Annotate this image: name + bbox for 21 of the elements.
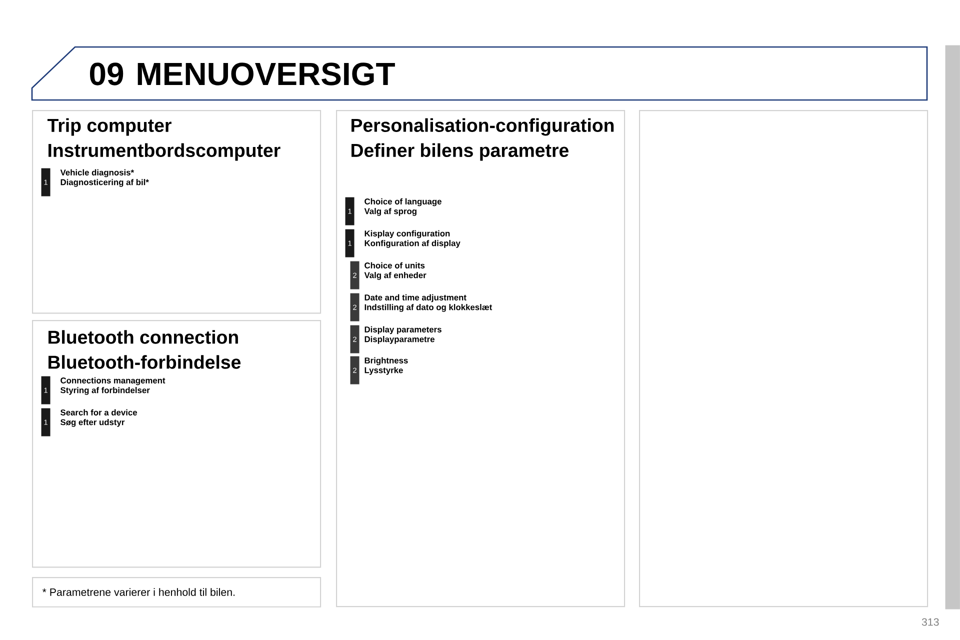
panel-heading: Instrumentbordscomputer bbox=[48, 143, 280, 161]
menu-item-text: Vehicle diagnosis* Diagnosticering af bil* bbox=[60, 169, 149, 187]
panel-heading: Bluetooth-forbindelse bbox=[48, 355, 241, 369]
menu-item-text: Choice of language Valg af sprog bbox=[364, 198, 442, 216]
panel-heading: Personalisation-configuration bbox=[352, 118, 614, 136]
menu-item-text: Kisplay configuration Konfiguration af display bbox=[364, 230, 460, 248]
chapter-number: 09 bbox=[90, 62, 124, 86]
menu-item-text: Date and time adjustment Indstilling af dato og klokkeslæt bbox=[364, 294, 492, 312]
side-bar bbox=[945, 45, 960, 610]
menu-item-text: Brightness Lysstyrke bbox=[364, 357, 408, 375]
menu-item-text: Connections management Styring af forbindelser bbox=[60, 377, 166, 395]
menu-item-text: Search for a device Søg efter udstyr bbox=[60, 409, 138, 427]
page-number: 313 bbox=[922, 618, 939, 626]
menu-item-text: Choice of units Valg af enheder bbox=[364, 262, 426, 280]
footnote-box: * Parametrene varierer i henhold til bilen. bbox=[32, 577, 322, 608]
panel-heading: Bluetooth connection bbox=[48, 330, 238, 344]
menu-item-text: Display parameters Displayparametre bbox=[364, 326, 442, 344]
page-title: MENUOVERSIGT bbox=[138, 62, 395, 86]
panel-heading: Trip computer bbox=[47, 118, 172, 136]
empty-panel bbox=[639, 110, 928, 608]
panel-heading: Definer bilens parametre bbox=[352, 143, 568, 161]
